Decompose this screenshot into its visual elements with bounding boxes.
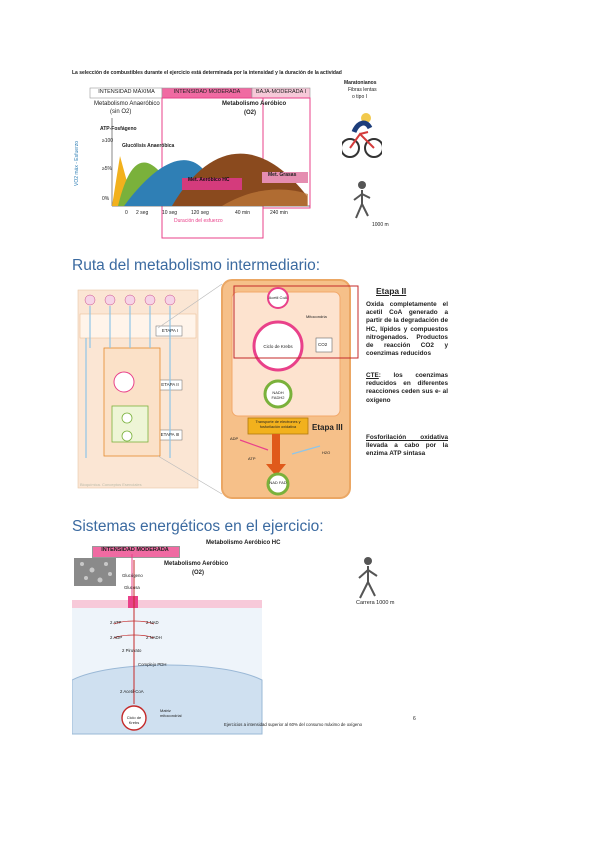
zoom-atp-label: ATP bbox=[248, 456, 256, 461]
zoom-acetyl-label: Acetil CoA bbox=[268, 295, 288, 300]
band-moderate: INTENSIDAD MODERADA bbox=[173, 89, 241, 95]
matrix-label: Matriz mitocondrial bbox=[160, 708, 182, 718]
x-tick-40min: 40 min bbox=[235, 210, 251, 216]
x-tick-2s: 2 seg bbox=[136, 210, 149, 216]
y-tick-high: ≥100 bbox=[102, 138, 114, 144]
stage-3-label: ETAPA III bbox=[160, 432, 180, 437]
aerobic-sub: (O2) bbox=[244, 110, 256, 116]
marathon-sub2: o tipo I bbox=[352, 94, 368, 100]
zoom-h2o-label: H2O bbox=[322, 450, 331, 455]
zoom-nadh-label: NADH FADH2 bbox=[271, 390, 285, 400]
y-label: VO2 máx - Esfuerzo bbox=[74, 140, 80, 186]
heading-metabolism-route: Ruta del metabolismo intermediario: bbox=[72, 257, 321, 274]
band-moderate-text: INTENSIDAD MODERADA bbox=[101, 547, 169, 553]
y-tick-low: 0% bbox=[102, 196, 110, 202]
aerobic-label: Metabolismo Aeróbico bbox=[222, 101, 287, 107]
fats-label: Met. Grasas bbox=[268, 172, 297, 178]
figure-intermediary-metabolism: ETAPA I ETAPA II ETAPA III Bioquímica. C… bbox=[72, 278, 452, 500]
marathon-sub1: Fibras lentas bbox=[348, 87, 377, 93]
fosfo-paragraph: Fosforilación oxidativa llevada a cabo p… bbox=[366, 434, 448, 459]
step2a-label: 2 ADP bbox=[110, 635, 123, 640]
heading-energy-systems: Sistemas energéticos en el ejercicio: bbox=[72, 518, 324, 535]
step1a-label: 2 ATP bbox=[110, 620, 122, 625]
zoom-mito-label: Mitocondria bbox=[306, 314, 327, 319]
zoom-adp-label: ADP bbox=[230, 436, 239, 441]
cte-label: CTE bbox=[366, 372, 379, 379]
fig3-pathway bbox=[72, 554, 263, 735]
fig3-top-title: Metabolismo Aeróbico HC bbox=[206, 540, 281, 546]
x-tick-10s: 10 seg bbox=[162, 210, 178, 216]
x-tick-240min: 240 min bbox=[270, 210, 288, 216]
fig2-diagram bbox=[77, 279, 359, 499]
glycolysis-label: Glucólisis Anaeróbica bbox=[122, 143, 175, 149]
runner-image bbox=[353, 181, 371, 219]
atp-label: ATP-Fosfágeno bbox=[100, 126, 137, 132]
complex-label: Complejo PDH bbox=[138, 662, 167, 667]
cyclist-image bbox=[342, 113, 382, 158]
cte-paragraph: CTE: los coenzimas reducidos en diferent… bbox=[366, 372, 448, 405]
zoom-co2-label: CO2 bbox=[318, 342, 328, 347]
glycogen-label: Glucógeno bbox=[122, 573, 143, 578]
zoom-nadfad-label: NAD FAD bbox=[269, 480, 287, 485]
zoom-transport-label: Transporte de electrones y fosforilación… bbox=[255, 420, 301, 429]
fig1-title: La selección de combustibles durante el … bbox=[72, 70, 342, 76]
page-number: 6 bbox=[413, 716, 416, 722]
marathon-title: Maratonianos bbox=[344, 80, 377, 86]
stage-1-label: ETAPA I bbox=[161, 328, 179, 333]
krebs-label: Ciclo de Krebs bbox=[126, 715, 142, 725]
x-label: Duración del esfuerzo bbox=[174, 218, 223, 224]
source-caption: Bioquímica. Conceptos Esenciales bbox=[80, 482, 142, 487]
runner-right-image bbox=[358, 557, 378, 599]
step1b-label: 2 NAD bbox=[146, 620, 159, 625]
step2b-label: 2 NADH bbox=[146, 635, 162, 640]
fig1-chart bbox=[89, 87, 311, 239]
zoom-krebs-label: Ciclo de Krebs bbox=[263, 344, 293, 349]
cte-text: : los coenzimas reducidos en diferentes … bbox=[366, 372, 448, 404]
fosfo-text: llevada a cabo por la enzima ATP sintasa bbox=[366, 442, 448, 458]
glucose-label: Glucosa bbox=[124, 585, 140, 590]
aerobic-hc-label: Met. Aeróbico HC bbox=[188, 177, 230, 183]
anaerobic-sub: (sin O2) bbox=[110, 109, 132, 115]
etapa3-label: Etapa III bbox=[312, 423, 343, 432]
fosfo-label: Fosforilación oxidativa bbox=[366, 434, 448, 441]
etapa2-text: Oxida completamente el acetil CoA genera… bbox=[366, 301, 448, 358]
etapa2-title: Etapa II bbox=[376, 286, 407, 296]
y-tick-mid: ≥5% bbox=[102, 166, 112, 172]
fig3-aerobic-sub: (O2) bbox=[192, 570, 204, 576]
band-max: INTENSIDAD MÁXIMA bbox=[98, 89, 155, 95]
anaerobic-label: Metabolismo Anaeróbico bbox=[94, 101, 160, 107]
fig3-footnote: Ejercicios a intensidad superior al 60% … bbox=[224, 722, 363, 727]
distance-label: 1000 m bbox=[372, 222, 389, 228]
acetyl-label: 2 Acetil-CoA bbox=[120, 689, 144, 694]
band-low: BAJA-MODERADA I bbox=[255, 89, 307, 95]
band-moderate-tag bbox=[92, 546, 180, 558]
runner-caption: Carrera 1000 m bbox=[356, 600, 395, 606]
x-tick-120s: 120 seg bbox=[191, 210, 209, 216]
figure-aerobic-hc: INTENSIDAD MODERADA Metabolismo Aeróbico… bbox=[72, 540, 452, 736]
pyruvate-label: 2 Piruvato bbox=[122, 648, 142, 653]
x-tick-0: 0 bbox=[125, 210, 128, 216]
fig3-aerobic: Metabolismo Aeróbico bbox=[164, 561, 229, 567]
stage-2-label: ETAPA II bbox=[161, 382, 179, 387]
figure-fuel-selection: La selección de combustibles durante el … bbox=[72, 70, 398, 242]
